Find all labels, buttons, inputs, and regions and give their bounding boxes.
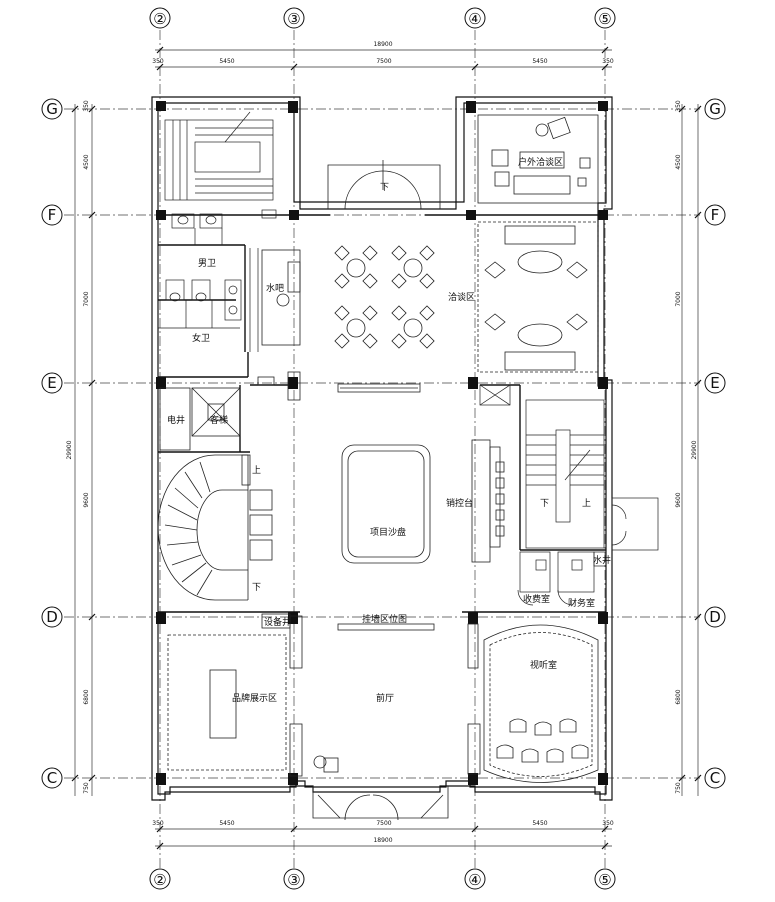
dim-right-e-d: 9600	[675, 492, 682, 507]
brand-display-area	[167, 634, 339, 777]
cashier-finance-furniture	[517, 551, 607, 606]
label-brand-display: 品牌展示区	[232, 692, 277, 704]
label-cashier: 收费室	[523, 593, 550, 605]
label-lobby: 前厅	[376, 692, 394, 704]
dim-edge-top-left: 350	[152, 58, 164, 65]
axis-label-col-5-top: ⑤	[598, 10, 611, 28]
axis-label-col-2-bottom: ②	[153, 871, 166, 889]
label-curved-stair-down: 下	[252, 583, 261, 593]
structural-columns	[156, 101, 608, 785]
dim-span-3-4-top: 7500	[376, 58, 391, 65]
dim-left-e-d: 9600	[83, 492, 90, 507]
label-right-stair-up: 上	[582, 498, 591, 509]
dim-span-4-5-bottom: 5450	[532, 820, 547, 827]
stair-top-left	[164, 111, 274, 201]
axis-label-col-4-bottom: ④	[468, 871, 481, 889]
dim-left-g-f: 4500	[83, 154, 90, 169]
toilet-fixtures	[158, 209, 277, 352]
front-entrance	[312, 786, 449, 821]
outdoor-lounge-furniture	[477, 114, 599, 204]
axis-label-row-g-left: G	[46, 100, 58, 118]
axis-label-row-d-right: D	[709, 608, 721, 626]
label-electric-shaft: 电井	[167, 414, 185, 426]
label-right-stair-down: 下	[540, 499, 549, 509]
dim-left-d-c: 6800	[83, 689, 90, 704]
dim-right-edge-bottom: 750	[675, 782, 682, 794]
axis-label-col-5-bottom: ⑤	[598, 871, 611, 889]
axis-label-col-3-bottom: ③	[287, 871, 300, 889]
label-outdoor-lounge: 户外洽谈区	[518, 156, 563, 168]
label-mens-toilet: 男卫	[198, 258, 216, 269]
dim-left-edge-bottom: 750	[83, 782, 90, 794]
row-axis-bubbles	[41, 98, 726, 789]
dim-right-g-f: 4500	[675, 154, 682, 169]
dim-left-total: 29900	[66, 440, 73, 459]
axis-label-row-c-right: C	[710, 769, 720, 787]
axis-label-row-f-left: F	[48, 206, 57, 224]
wall-map-board	[261, 613, 479, 669]
dim-span-4-5-top: 5450	[532, 58, 547, 65]
label-curved-stair-up: 上	[252, 465, 261, 476]
dim-right-total: 29900	[691, 440, 698, 459]
label-water-bar: 水吧	[266, 282, 284, 294]
dim-span-3-4-bottom: 7500	[376, 820, 391, 827]
label-negotiation-area: 洽谈区	[448, 291, 475, 303]
dim-span-2-3-top: 5450	[219, 58, 234, 65]
dim-total-bottom: 18900	[373, 837, 392, 844]
dim-edge-bottom-right: 350	[602, 820, 614, 827]
column-axis-lines	[159, 30, 606, 868]
label-finance: 财务室	[568, 597, 595, 609]
label-shaft-small: 水井	[593, 554, 611, 566]
water-bar	[261, 249, 301, 346]
dim-edge-top-right: 350	[602, 58, 614, 65]
dim-right-f-e: 7000	[675, 291, 682, 306]
dining-table-group	[334, 245, 435, 349]
label-equipment-shaft: 设备井	[264, 616, 291, 628]
axis-label-row-e-right: E	[710, 374, 719, 392]
axis-label-col-4-top: ④	[468, 10, 481, 28]
dim-left-f-e: 7000	[83, 291, 90, 306]
axis-label-row-f-right: F	[711, 206, 720, 224]
column-axis-bubbles-top	[149, 7, 616, 29]
negotiation-area-furniture	[477, 221, 599, 373]
dimension-lines	[74, 49, 699, 847]
dim-span-2-3-bottom: 5450	[219, 820, 234, 827]
axis-label-col-2-top: ②	[153, 10, 166, 28]
dim-total-top: 18900	[373, 41, 392, 48]
label-sales-counter: 销控台	[446, 497, 473, 509]
dim-left-edge-top: 350	[83, 100, 90, 112]
dim-edge-bottom-left: 350	[152, 820, 164, 827]
axis-label-row-e-left: E	[47, 374, 56, 392]
axis-label-col-3-top: ③	[287, 10, 300, 28]
sales-counter	[471, 439, 505, 563]
label-womens-toilet: 女卫	[192, 332, 210, 344]
stair-right	[479, 384, 659, 551]
label-sand-table: 项目沙盘	[370, 526, 406, 538]
label-wall-map: 挂墙区位图	[362, 613, 407, 625]
axis-label-row-g-right: G	[709, 100, 721, 118]
label-elevator: 客梯	[210, 414, 228, 426]
interior-walls	[158, 214, 606, 613]
axis-label-row-d-left: D	[46, 608, 58, 626]
exterior-walls	[151, 96, 613, 801]
audio-visual-room	[467, 624, 599, 783]
dimension-ticks	[71, 46, 702, 850]
axis-label-row-c-left: C	[47, 769, 57, 787]
central-features	[337, 383, 431, 564]
rear-entrance	[327, 160, 441, 210]
dim-right-edge-top: 350	[675, 100, 682, 112]
shaft-and-elevator	[159, 371, 301, 451]
label-rear-entrance-down: 下	[380, 183, 389, 193]
dim-right-d-c: 6800	[675, 689, 682, 704]
curved-staircase	[157, 454, 273, 601]
label-audio-visual-room: 视听室	[530, 659, 557, 671]
column-axis-bubbles-bottom	[149, 868, 616, 890]
